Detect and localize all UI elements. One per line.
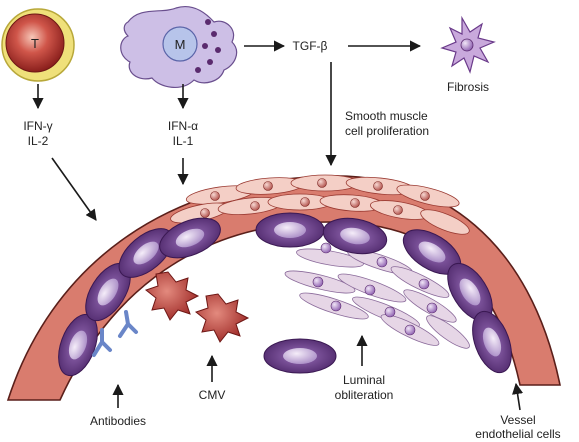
antibodies-label: Antibodies [90,414,146,428]
cmv-particle-2 [194,293,250,343]
il-1-label: IL-1 [173,134,194,148]
vessel-label-line1: Vessel [500,413,535,427]
ifn-alpha-label: IFN-α [168,119,198,133]
il-2-label: IL-2 [28,134,49,148]
smooth-muscle-label-line1: Smooth muscle [345,109,428,123]
antibody-1 [92,328,112,357]
endothelial-cells [58,212,512,377]
t-cell-label: T [31,36,39,51]
fibrosis-label: Fibrosis [447,80,489,94]
proliferating-cells [284,242,470,349]
ifn-gamma-label: IFN-γ [23,119,52,133]
cmv-label: CMV [199,388,226,402]
luminal-label-line2: obliteration [335,388,394,402]
arrow-vessel-up [511,382,524,411]
tgf-beta-label: TGF-β [293,39,328,53]
antibody-2 [118,310,138,338]
smooth-muscle-layer [170,174,470,235]
smooth-muscle-label-line2: cell proliferation [345,124,429,138]
t-cell: T [1,8,75,82]
macrophage-label: M [175,37,186,52]
luminal-label-line1: Luminal [343,373,385,387]
fibrosis-cell [440,15,496,74]
vessel-label-line2: endothelial cells [475,427,560,441]
arrow-cytokines-to-vessel [51,157,97,221]
macrophage: M [120,6,238,88]
detached-endothelial-cell [263,338,337,374]
cmv-particle-1 [144,271,200,321]
